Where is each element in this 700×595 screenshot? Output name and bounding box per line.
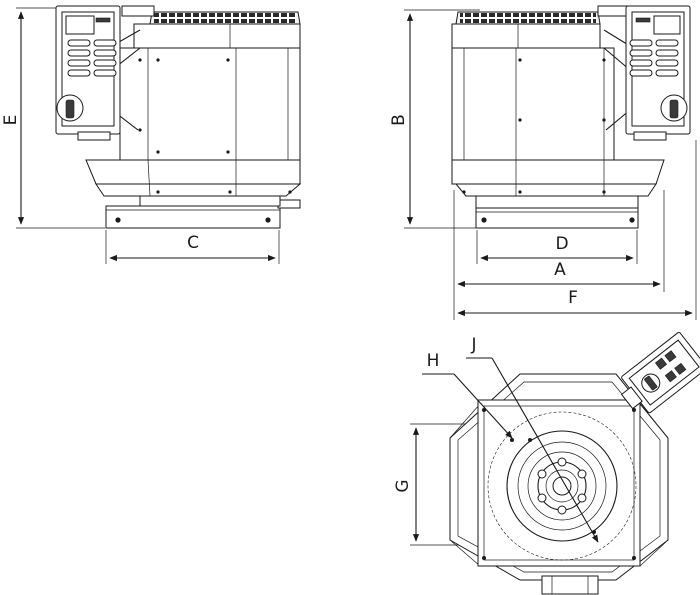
top-view: G — [393, 331, 700, 595]
dimension-a-label: A — [554, 260, 566, 280]
front-view: E C — [1, 5, 302, 264]
leader-j — [491, 357, 599, 543]
label-j: J — [470, 335, 476, 355]
dimension-g-label: G — [393, 479, 413, 492]
dimension-e-label: E — [1, 115, 21, 126]
dimension-b-label: B — [389, 114, 409, 126]
vent-slots-left — [67, 39, 117, 77]
label-h: H — [427, 351, 440, 371]
leader-h — [453, 373, 513, 439]
dimension-f-label: F — [568, 288, 578, 308]
side-view: B D A F — [389, 5, 697, 320]
vent-slots-right — [629, 39, 679, 77]
dimension-d-label: D — [555, 234, 568, 254]
dimension-c-label: C — [187, 233, 199, 253]
